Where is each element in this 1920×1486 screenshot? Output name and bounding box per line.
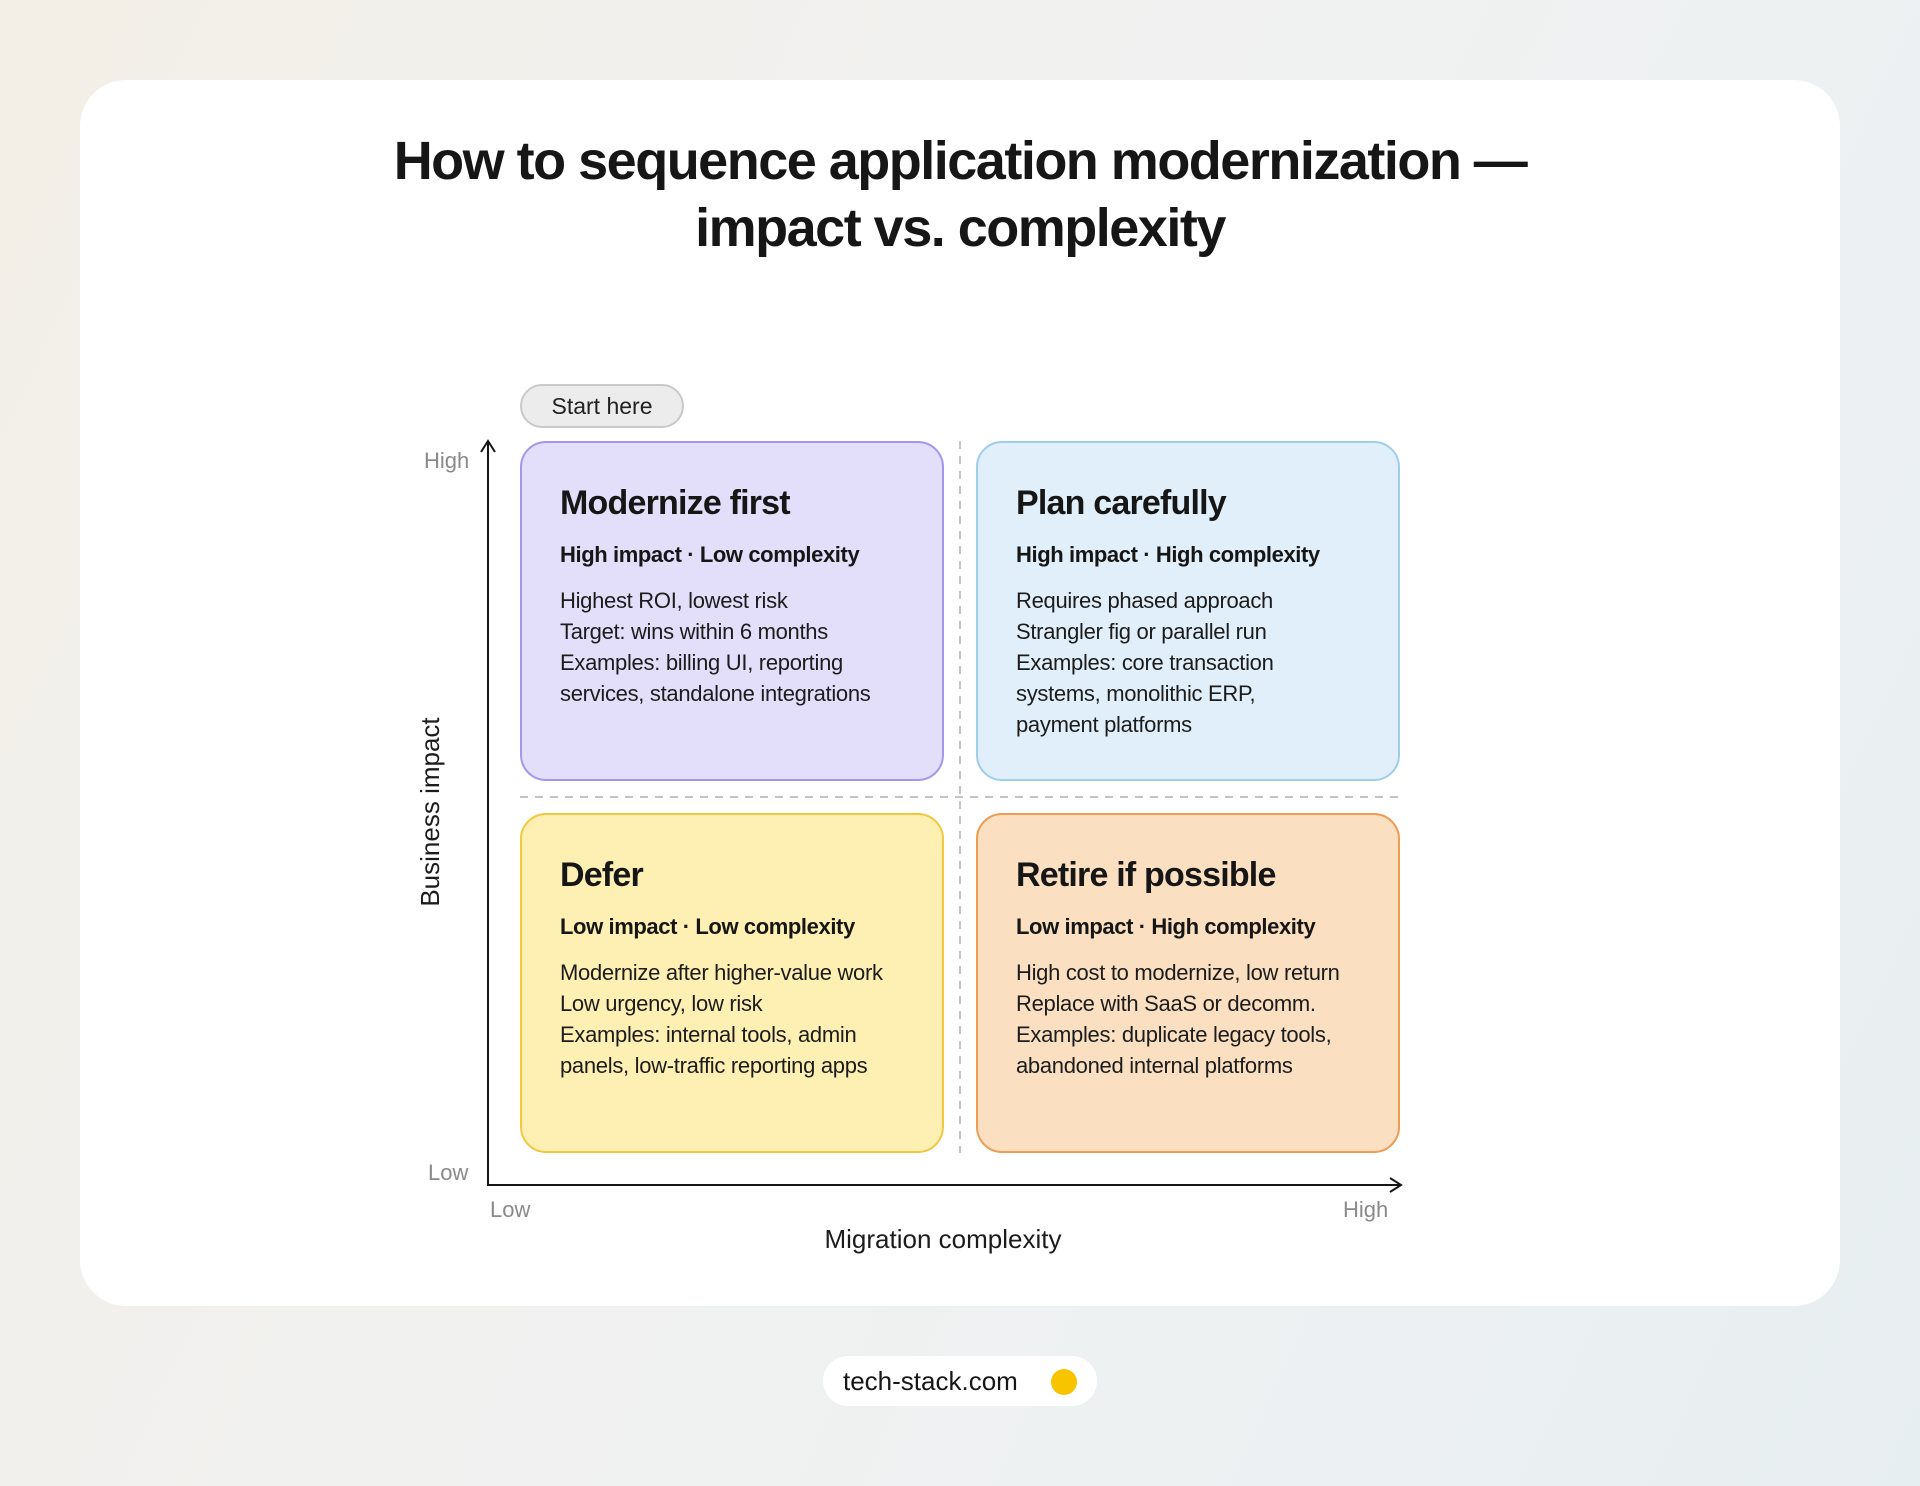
x-axis-high-label: High: [1343, 1197, 1389, 1222]
description-line: Examples: billing UI, reporting: [560, 650, 843, 675]
site-name: tech-stack.com: [843, 1365, 1018, 1396]
description-line: Modernize after higher-value work: [560, 960, 883, 985]
quadrant-subtitle: High impact · High complexity: [1016, 542, 1320, 567]
description-line: abandoned internal platforms: [1016, 1053, 1293, 1078]
brand-dot-icon: [1051, 1369, 1077, 1395]
quadrant-modernize-first: Modernize first High impact · Low comple…: [520, 441, 944, 781]
description-line: Examples: internal tools, admin: [560, 1022, 857, 1047]
x-axis-arrow: [1389, 1177, 1403, 1193]
quadrant-title: Plan carefully: [1016, 484, 1227, 522]
description-line: panels, low-traffic reporting apps: [560, 1053, 868, 1078]
quadrant-description: Modernize after higher-value work Low ur…: [560, 957, 904, 1081]
quadrant-retire-if-possible: Retire if possible Low impact · High com…: [976, 813, 1400, 1153]
quadrant-defer: Defer Low impact · Low complexity Modern…: [520, 813, 944, 1153]
description-line: Examples: core transaction: [1016, 650, 1274, 675]
quadrant-subtitle: Low impact · Low complexity: [560, 914, 855, 939]
quadrant-title: Modernize first: [560, 484, 791, 522]
description-line: High cost to modernize, low return: [1016, 960, 1340, 985]
footer-site-badge[interactable]: tech-stack.com: [823, 1356, 1097, 1406]
quadrant-subtitle: Low impact · High complexity: [1016, 914, 1316, 939]
quadrant-description: Highest ROI, lowest risk Target: wins wi…: [560, 585, 904, 709]
quadrant-plan-carefully: Plan carefully High impact · High comple…: [976, 441, 1400, 781]
quadrant-description: High cost to modernize, low return Repla…: [1016, 957, 1360, 1081]
x-axis-low-label: Low: [490, 1197, 531, 1222]
description-line: systems, monolithic ERP,: [1016, 681, 1256, 706]
description-line: Examples: duplicate legacy tools,: [1016, 1022, 1332, 1047]
quadrant-subtitle: High impact · Low complexity: [560, 542, 860, 567]
start-here-badge: Start here: [520, 384, 684, 428]
description-line: Target: wins within 6 months: [560, 619, 828, 644]
description-line: Low urgency, low risk: [560, 991, 763, 1016]
description-line: Requires phased approach: [1016, 588, 1273, 613]
y-axis-title: Business impact: [415, 717, 445, 907]
title-line-2: impact vs. complexity: [695, 198, 1226, 258]
description-line: Highest ROI, lowest risk: [560, 588, 788, 613]
page-title: How to sequence application modernizatio…: [0, 128, 1920, 262]
y-axis-high-label: High: [424, 448, 470, 473]
description-line: payment platforms: [1016, 712, 1192, 737]
y-axis-low-label: Low: [428, 1160, 469, 1185]
description-line: Replace with SaaS or decomm.: [1016, 991, 1316, 1016]
y-axis-arrow: [480, 439, 496, 453]
title-line-1: How to sequence application modernizatio…: [393, 131, 1528, 191]
quadrant-description: Requires phased approach Strangler fig o…: [1016, 585, 1360, 740]
description-line: services, standalone integrations: [560, 681, 871, 706]
quadrant-title: Defer: [560, 856, 644, 894]
x-axis-title: Migration complexity: [824, 1224, 1062, 1254]
quadrant-title: Retire if possible: [1016, 856, 1276, 894]
description-line: Strangler fig or parallel run: [1016, 619, 1267, 644]
